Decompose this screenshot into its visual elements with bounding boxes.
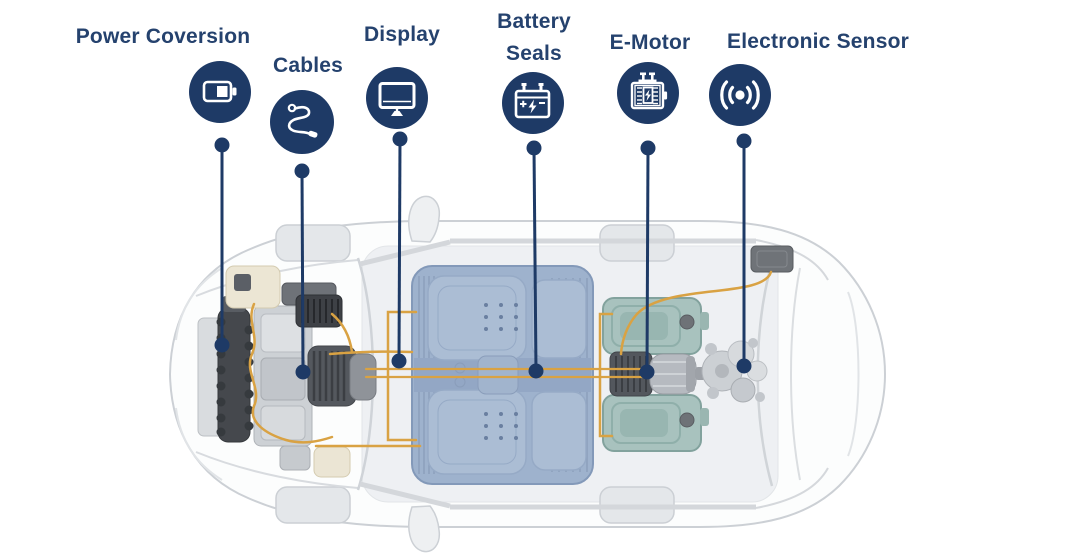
connector-electronic-sensor xyxy=(736,133,752,374)
rear-drive-unit xyxy=(602,245,794,452)
side-mirrors xyxy=(408,195,441,553)
car-body xyxy=(168,195,887,553)
label-electronic-sensor: Electronic Sensor xyxy=(727,30,909,53)
label-e-motor: E-Motor xyxy=(609,31,691,54)
monitor-icon xyxy=(366,67,428,129)
battery-charge-icon xyxy=(189,61,251,123)
connector-power-conversion xyxy=(214,137,230,353)
cable-icon xyxy=(270,90,334,154)
callout-connectors xyxy=(214,131,752,380)
label-power-conversion: Power Coversion xyxy=(75,25,251,48)
connector-cables xyxy=(294,163,311,380)
connector-battery-seals xyxy=(526,140,544,379)
label-display: Display xyxy=(363,23,441,46)
gear-cluster xyxy=(701,338,768,403)
wireless-signal-icon xyxy=(709,64,771,126)
body-lines xyxy=(175,238,860,510)
electric-motor-icon xyxy=(617,62,679,124)
connector-display xyxy=(391,131,408,369)
wiring-harness xyxy=(248,270,773,448)
car-battery-icon xyxy=(502,72,564,134)
label-cables: Cables xyxy=(272,54,344,77)
engine-bay xyxy=(197,265,377,478)
label-battery-seals: Battery Seals xyxy=(497,10,571,65)
battery-pack xyxy=(411,265,594,485)
connector-e-motor xyxy=(639,140,656,380)
